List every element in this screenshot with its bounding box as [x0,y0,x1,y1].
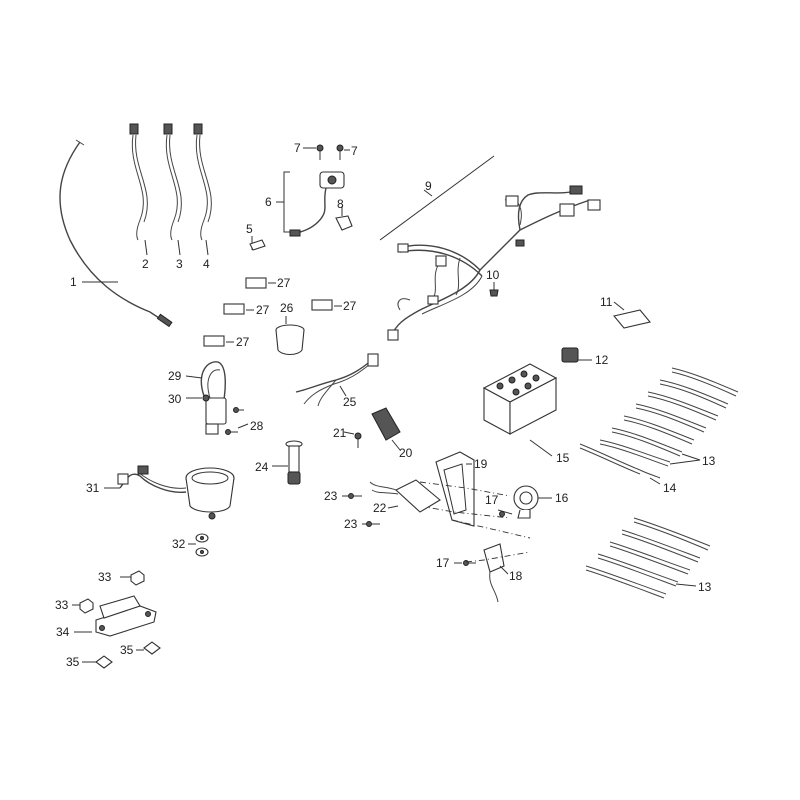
part-14-cable-tie: 14 [579,443,677,495]
part-17-screw-lower: 17 [436,556,476,570]
callout-25: 25 [343,395,357,409]
part-27-connector-d: 27 [203,335,250,349]
callout-11: 11 [600,295,613,309]
callout-33a: 33 [98,570,112,584]
callout-19: 19 [474,457,488,471]
part-33-nut-upper: 33 [98,570,145,586]
callout-16: 16 [555,491,569,505]
callout-13a: 13 [702,454,716,468]
part-10-fastener: 10 [486,268,500,297]
callout-17b: 17 [436,556,450,570]
callout-32: 32 [172,537,186,551]
callout-1: 1 [70,275,77,289]
part-5-screw: 5 [246,222,266,251]
part-9-wiring-harness: 9 [379,155,601,341]
callout-35a: 35 [120,643,134,657]
part-20-rectifier: 20 [371,407,413,460]
callout-21: 21 [333,426,347,440]
callout-26: 26 [280,301,294,315]
part-4-bulb-socket: 4 [193,123,212,271]
part-13-cable-ties-lower: 13 [585,517,712,599]
part-23-screw-lower: 23 [344,517,380,531]
part-34-bracket: 34 [56,595,157,639]
callout-22: 22 [373,501,387,515]
part-27-connector-a: 27 [245,276,291,290]
callout-15: 15 [556,451,570,465]
callout-3: 3 [176,257,183,271]
part-27-connector-b: 27 [223,303,270,317]
part-16-horn: 16 [513,485,569,519]
callout-17a: 17 [485,493,499,507]
part-1-cable: 1 [59,139,173,328]
callout-35b: 35 [66,655,80,669]
callout-23b: 23 [344,517,358,531]
part-8-bracket: 8 [335,197,353,231]
part-6-ignition-switch: 6 [265,171,345,237]
part-31-speedometer: 31 [86,465,235,520]
part-7-screw-left: 7 [294,141,324,160]
part-17-screw-upper: 17 [485,493,513,517]
callout-6: 6 [265,195,272,209]
part-32-grommets: 32 [172,533,209,557]
callout-18: 18 [509,569,523,583]
part-19-mounting-plate: 19 [435,451,488,527]
part-3-bulb-socket: 3 [163,123,183,271]
part-24-fuel-sender: 24 [255,440,303,485]
callout-27a: 27 [277,276,291,290]
callout-7a: 7 [294,141,301,155]
callout-9: 9 [425,179,432,193]
callout-13b: 13 [698,580,712,594]
part-22-cdi-unit: 22 [369,479,441,515]
part-11-relay: 11 [600,295,651,329]
callout-7b: 7 [351,144,358,158]
part-26-cap: 26 [275,301,305,356]
part-35-pad-left: 35 [66,655,113,669]
callout-31: 31 [86,481,100,495]
callout-27d: 27 [236,335,250,349]
part-35-pad-right: 35 [120,641,161,657]
callout-20: 20 [399,446,413,460]
callout-5: 5 [246,222,253,236]
callout-27b: 27 [256,303,270,317]
callout-12: 12 [595,353,609,367]
callout-4: 4 [203,257,210,271]
callout-14: 14 [663,481,677,495]
callout-30: 30 [168,392,182,406]
part-27-connector-c: 27 [311,299,357,313]
callout-8: 8 [337,197,344,211]
callout-33b: 33 [55,598,69,612]
mounting-lines [419,481,531,563]
part-18-regulator-bracket: 18 [483,543,523,603]
part-28-bolts: 28 [225,407,264,435]
callout-23a: 23 [324,489,338,503]
part-29-ignition-coil: 29 [168,361,227,435]
callout-29: 29 [168,369,182,383]
part-15-battery: 15 [482,363,570,465]
callout-28: 28 [250,419,264,433]
callout-34: 34 [56,625,70,639]
part-25-sub-harness: 25 [295,353,379,409]
part-21-bolt: 21 [333,426,362,448]
part-2-bulb-socket: 2 [129,123,149,271]
callout-2: 2 [142,257,149,271]
part-12-flasher: 12 [561,347,609,367]
callout-24: 24 [255,460,269,474]
part-13-cable-ties-upper: 13 [599,367,739,468]
part-30-spark-cap: 30 [168,392,210,406]
part-33-nut-lower: 33 [55,598,94,614]
callout-10: 10 [486,268,500,282]
part-23-screw-upper: 23 [324,489,362,503]
part-7-screw-right: 7 [336,144,358,160]
callout-27c: 27 [343,299,357,313]
